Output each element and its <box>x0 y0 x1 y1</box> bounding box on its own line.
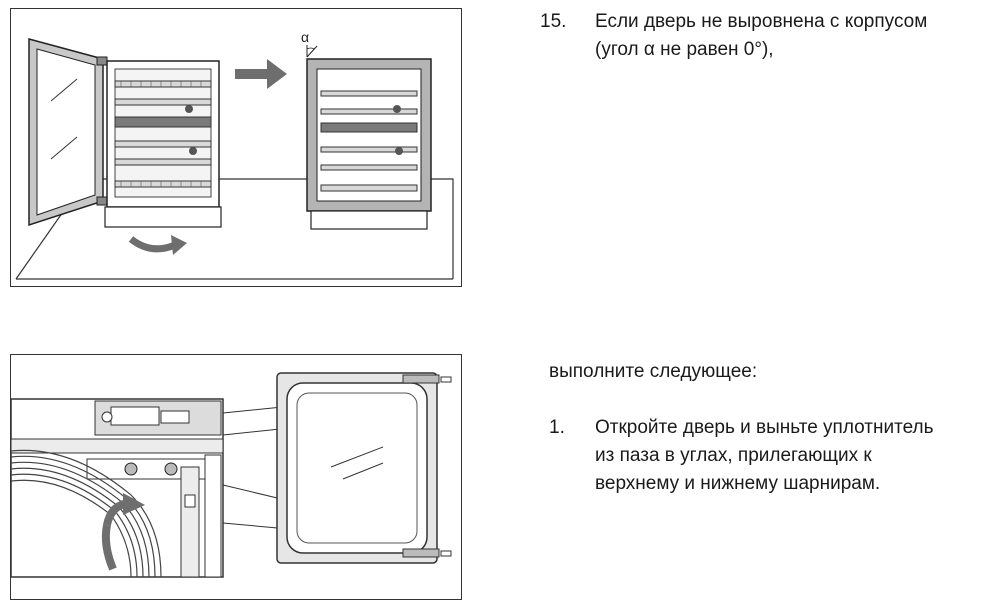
rotate-arrow-icon <box>101 493 145 571</box>
step-1: 1. Откройте дверь и выньте уплотнитель и… <box>549 414 1001 504</box>
step-number: 15. <box>540 11 567 32</box>
hinge-detail-magnified-icon <box>11 398 224 578</box>
fridge-door-seal-icon <box>276 372 452 564</box>
step-15: 15. Если дверь не выровнена с корпусом (… <box>540 8 1000 68</box>
step-number: 1. <box>549 417 565 438</box>
right-arrow-icon <box>235 59 287 89</box>
step-text-line: (угол α не равен 0°), <box>595 39 774 60</box>
seal-removal-drawing <box>11 372 452 578</box>
door-alignment-figure: α <box>10 8 462 287</box>
step-text: Откройте дверь и выньте уплотнитель из п… <box>595 414 1001 498</box>
step-text-line: Если дверь не выровнена с корпусом <box>595 11 928 32</box>
step-text-line: Откройте дверь и выньте уплотнитель <box>595 417 934 438</box>
step-text-line: из паза в углах, прилегающих к <box>595 445 872 466</box>
step-text-line: верхнему и нижнему шарнирам. <box>595 473 881 494</box>
intro-text: выполните следующее: <box>549 361 758 382</box>
fridge-closed-door-icon <box>306 45 432 230</box>
curved-rotate-arrow-icon <box>128 235 187 255</box>
seal-removal-figure <box>10 354 462 600</box>
fridge-open-door-icon <box>28 38 222 228</box>
step-text: Если дверь не выровнена с корпусом (угол… <box>595 8 1000 64</box>
door-alignment-drawing: α <box>15 29 454 280</box>
angle-alpha-label: α <box>301 29 309 45</box>
